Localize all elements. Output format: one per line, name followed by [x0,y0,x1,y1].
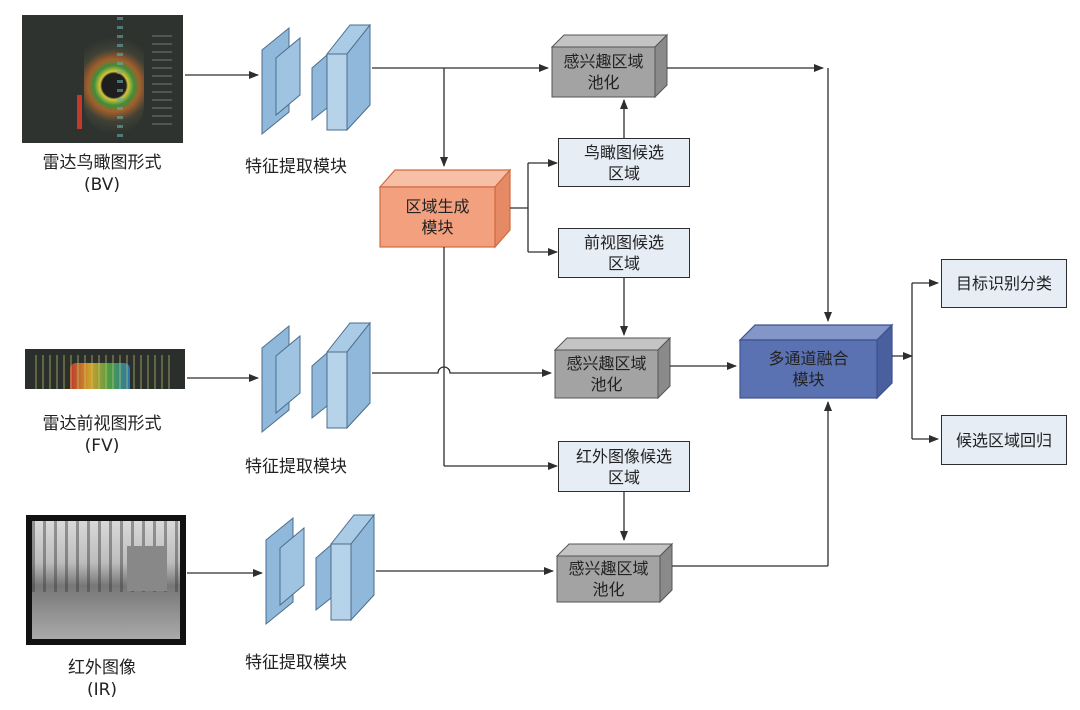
roi-box-1 [550,33,669,99]
feature-label-fv: 特征提取模块 [245,457,347,477]
output-classify: 目标识别分类 [941,259,1067,308]
bv-caption-text: 雷达鸟瞰图形式 [42,153,162,173]
ir-image [26,515,186,645]
fv-image [25,349,185,389]
roi-label-2: 感兴趣区域 池化 [566,354,647,394]
bv-code: (BV) [83,175,121,195]
cnn-icon-ir [265,513,376,626]
fv-caption: 雷达前视图形式 (FV) [12,413,192,457]
proposal-bv: 鸟瞰图候选 区域 [558,138,690,187]
proposal-fv: 前视图候选 区域 [558,228,690,278]
roi-box-2 [553,336,672,400]
ir-caption: 红外图像 (IR) [12,657,192,701]
region-gen-box [378,168,512,249]
connectors [185,64,939,577]
bv-image [22,15,183,143]
fv-code: (FV) [84,436,120,456]
proposal-ir: 红外图像候选 区域 [558,441,690,492]
fusion-box [738,323,894,400]
region-gen-label: 区域生成 模块 [405,197,470,237]
output-regress: 候选区域回归 [941,415,1067,465]
feature-label-ir: 特征提取模块 [245,653,347,673]
cnn-icon-bv [261,23,372,136]
fv-caption-text: 雷达前视图形式 [42,414,162,434]
cnn-icon-fv [261,321,372,434]
bv-caption: 雷达鸟瞰图形式 (BV) [12,152,192,196]
ir-caption-text: 红外图像 [68,658,136,678]
ir-code: (IR) [86,680,118,700]
fusion-label: 多通道融合 模块 [768,349,849,389]
roi-box-3 [555,542,674,604]
feature-label-bv: 特征提取模块 [245,157,347,177]
roi-label-3: 感兴趣区域 池化 [568,559,649,599]
roi-label-1: 感兴趣区域 池化 [563,52,644,92]
